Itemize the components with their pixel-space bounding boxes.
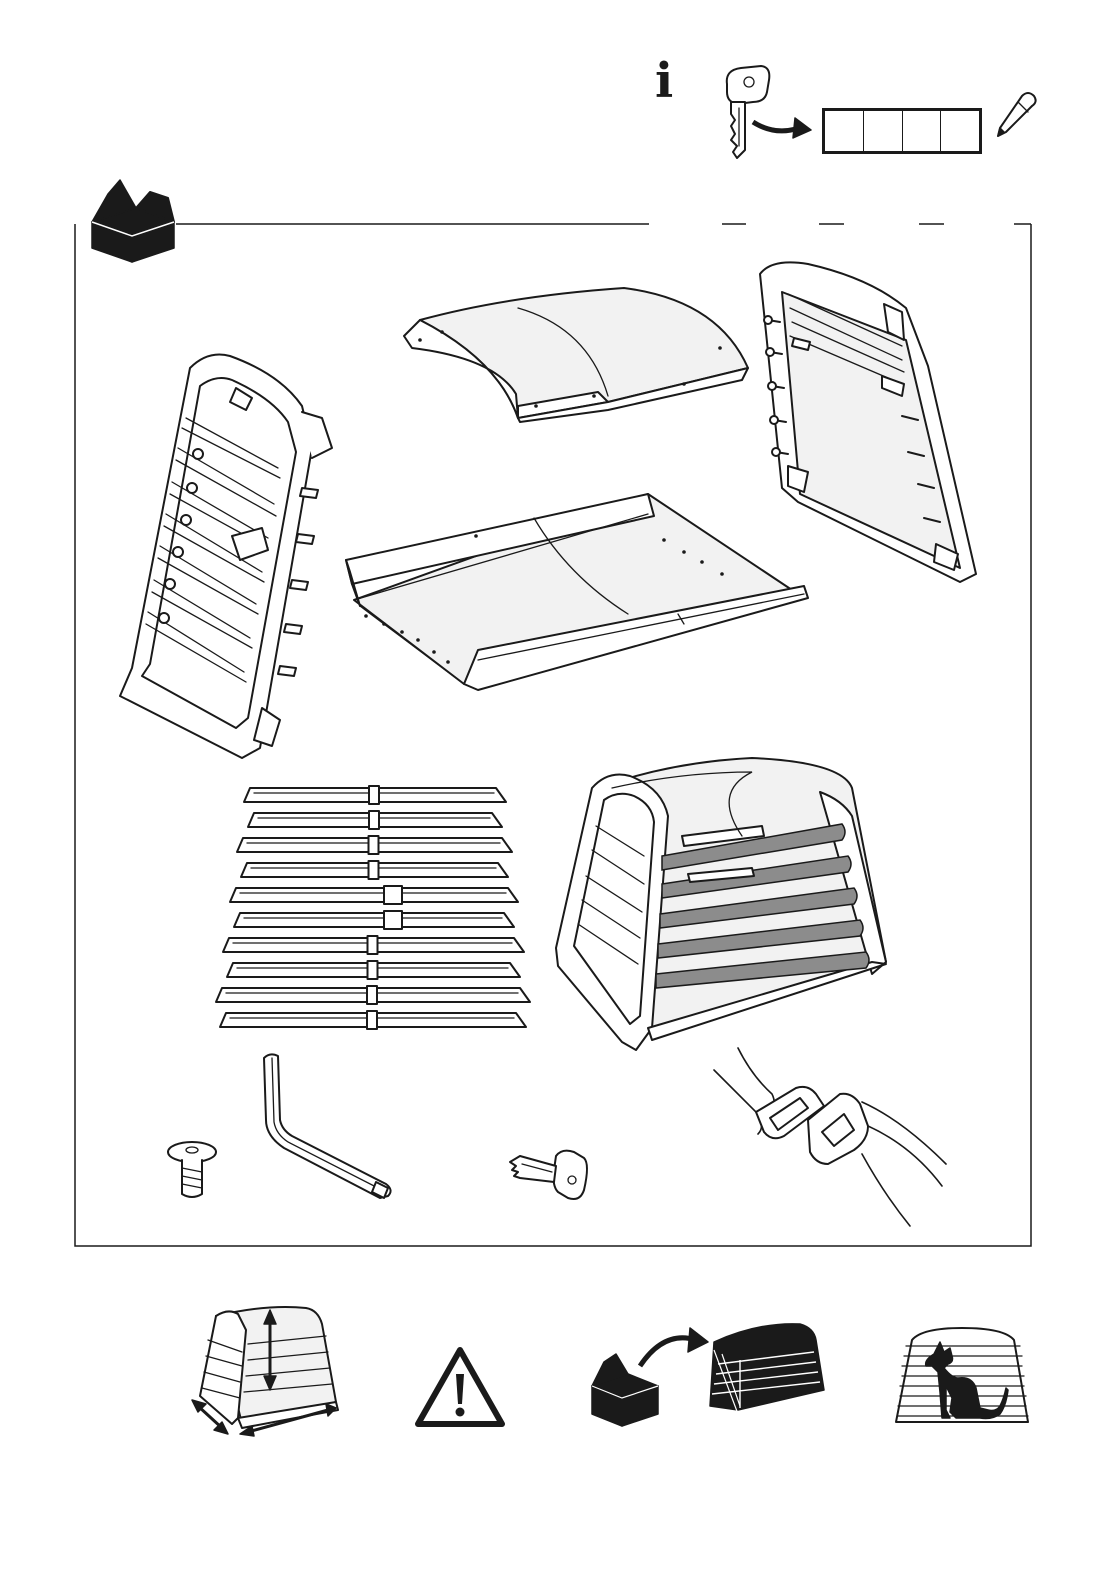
roof-panel (398, 284, 754, 422)
key-icon (715, 62, 815, 162)
warning-triangle-icon (412, 1344, 508, 1430)
front-door-frame (112, 348, 342, 764)
screw (164, 1138, 220, 1200)
key-code-box[interactable] (864, 111, 903, 151)
side-bar (227, 961, 520, 979)
side-bar (241, 861, 508, 879)
side-bar (220, 1011, 526, 1029)
info-icon: i (655, 58, 685, 106)
side-bar (244, 786, 506, 804)
side-bar (234, 911, 514, 929)
side-bar (230, 886, 518, 904)
rear-wall-frame (752, 256, 984, 590)
key-code-box[interactable] (825, 111, 864, 151)
info-symbol: i (655, 58, 685, 104)
key-code-box[interactable] (941, 111, 979, 151)
dog-cage-icon (892, 1326, 1032, 1426)
side-bar (223, 936, 524, 954)
side-bar (216, 986, 530, 1004)
key-code-boxes (822, 108, 982, 154)
side-bar (237, 836, 512, 854)
open-box-icon (88, 178, 178, 264)
dimensions-icon (186, 1300, 342, 1436)
unpack-to-cage-icon (588, 1310, 828, 1428)
key-code-box[interactable] (903, 111, 942, 151)
side-bars (214, 782, 528, 1038)
side-bar (248, 811, 502, 829)
floor-tray (338, 490, 810, 690)
assembled-cage (552, 752, 890, 1052)
pen-icon (992, 90, 1038, 142)
strap-buckle (712, 1046, 948, 1228)
hex-key (258, 1050, 398, 1200)
lock-key (506, 1144, 590, 1204)
